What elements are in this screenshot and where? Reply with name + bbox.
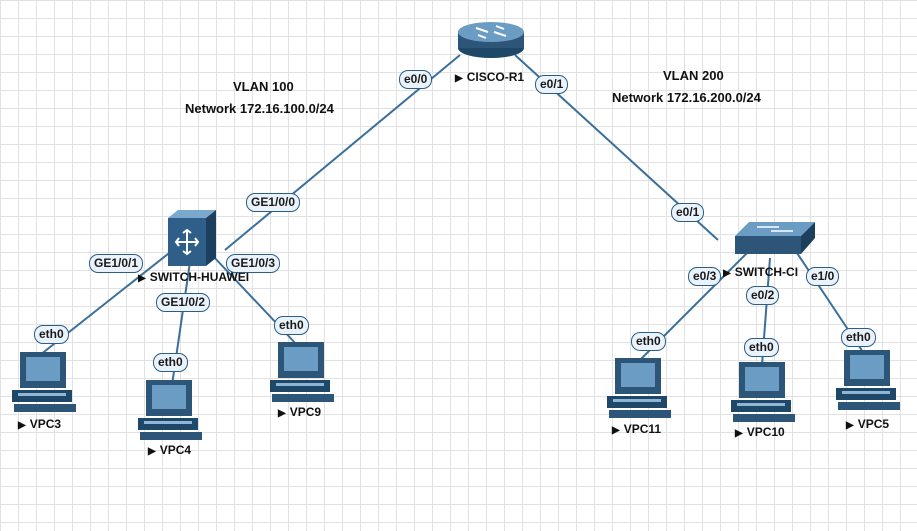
port-cisco-e0-1[interactable]: e0/1 (671, 203, 705, 222)
vpc10-icon[interactable] (731, 362, 795, 422)
port-huawei-ge1-0-3[interactable]: GE1/0/3 (226, 254, 281, 273)
port-vpc10-eth0[interactable]: eth0 (744, 338, 779, 357)
port-huawei-ge1-0-1[interactable]: GE1/0/1 (89, 254, 144, 273)
cisco-switch-label: ▶SWITCH-CI (723, 265, 799, 279)
pc-group (12, 342, 900, 440)
vpc4-label: ▶VPC4 (148, 443, 192, 457)
port-cisco-e1-0[interactable]: e1/0 (806, 267, 840, 286)
vlan100-network: Network 172.16.100.0/24 (185, 101, 334, 116)
vpc11-icon[interactable] (607, 358, 671, 418)
port-cisco-e0-3[interactable]: e0/3 (688, 267, 722, 286)
huawei-switch-icon[interactable] (168, 210, 216, 266)
port-vpc4-eth0[interactable]: eth0 (153, 353, 188, 372)
port-r1-e0-0[interactable]: e0/0 (399, 70, 433, 89)
vpc11-label: ▶VPC11 (612, 422, 662, 436)
port-r1-e0-1[interactable]: e0/1 (535, 75, 569, 94)
vpc4-icon[interactable] (138, 380, 202, 440)
vpc3-icon[interactable] (12, 352, 76, 412)
vlan200-title: VLAN 200 (663, 68, 724, 83)
port-vpc11-eth0[interactable]: eth0 (631, 332, 666, 351)
vpc10-label: ▶VPC10 (735, 425, 785, 439)
router-label: ▶CISCO-R1 (455, 70, 525, 84)
router-icon[interactable] (458, 22, 524, 58)
port-vpc3-eth0[interactable]: eth0 (34, 325, 69, 344)
port-vpc9-eth0[interactable]: eth0 (274, 316, 309, 335)
vpc9-label: ▶VPC9 (278, 405, 322, 419)
port-huawei-ge1-0-2[interactable]: GE1/0/2 (156, 293, 211, 312)
huawei-switch-label: ▶SWITCH-HUAWEI (138, 270, 250, 284)
cisco-switch-icon[interactable] (735, 222, 815, 254)
vpc5-label: ▶VPC5 (846, 417, 890, 431)
vlan100-title: VLAN 100 (233, 79, 294, 94)
port-cisco-e0-2[interactable]: e0/2 (746, 286, 780, 305)
vpc3-label: ▶VPC3 (18, 417, 62, 431)
vlan200-network: Network 172.16.200.0/24 (612, 90, 761, 105)
vpc5-icon[interactable] (836, 350, 900, 410)
port-huawei-ge1-0-0[interactable]: GE1/0/0 (246, 193, 301, 212)
port-vpc5-eth0[interactable]: eth0 (841, 328, 876, 347)
vpc9-icon[interactable] (270, 342, 334, 402)
